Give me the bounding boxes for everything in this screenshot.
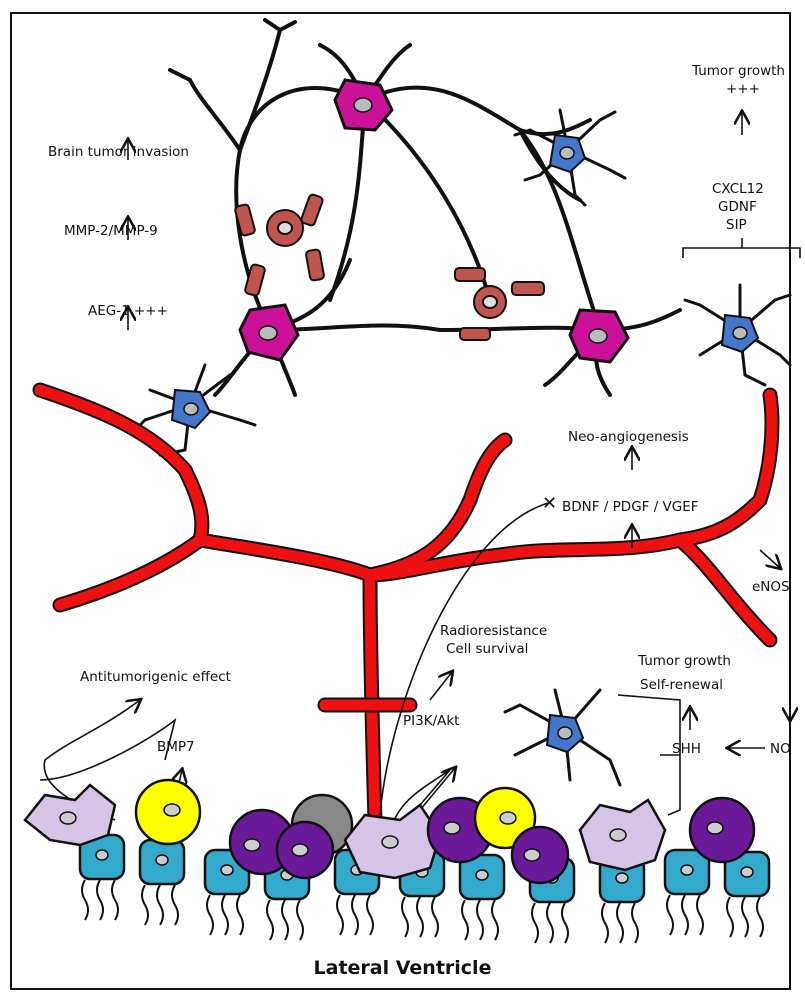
diagram-title: Lateral Ventricle	[0, 957, 805, 979]
label-aeg: AEG-1 +++	[88, 302, 168, 320]
label-plus-top: +++	[726, 80, 760, 98]
label-no: NO	[770, 740, 791, 758]
arrow-pi3k-to-radioresistance	[430, 672, 452, 700]
label-antitumorigenic-effect: Antitumorigenic effect	[80, 668, 231, 686]
label-tumor-growth-top: Tumor growth	[692, 62, 785, 80]
label-cxcl12: CXCL12	[712, 180, 764, 198]
bracket-cxcl12	[683, 238, 800, 258]
bracket-shh	[618, 695, 680, 815]
label-cell-survival: Cell survival	[446, 640, 528, 658]
astrocyte-bottom	[505, 690, 620, 785]
label-pi3k-akt: PI3K/Akt	[403, 712, 459, 730]
label-bdnf-pdgf-vgef: BDNF / PDGF / VGEF	[562, 498, 699, 516]
label-neo-angiogenesis: Neo-angiogenesis	[568, 428, 689, 446]
label-radioresistance: Radioresistance	[440, 622, 547, 640]
label-mmp: MMP-2/MMP-9	[64, 222, 158, 240]
label-bmp7: BMP7	[157, 738, 195, 756]
inhibit-mark: ✕	[542, 495, 557, 513]
label-sip: SIP	[726, 216, 747, 234]
astrocyte-right	[685, 285, 790, 385]
astrocyte-top-right	[515, 110, 625, 205]
arrow-to-enos	[760, 550, 780, 568]
label-shh: SHH	[672, 740, 701, 758]
label-brain-tumor-invasion: Brain tumor invasion	[48, 143, 189, 161]
label-gdnf: GDNF	[718, 198, 757, 216]
label-self-renewal: Self-renewal	[640, 676, 723, 694]
label-enos: eNOS	[752, 578, 790, 596]
label-tumor-growth-bottom: Tumor growth	[638, 652, 731, 670]
